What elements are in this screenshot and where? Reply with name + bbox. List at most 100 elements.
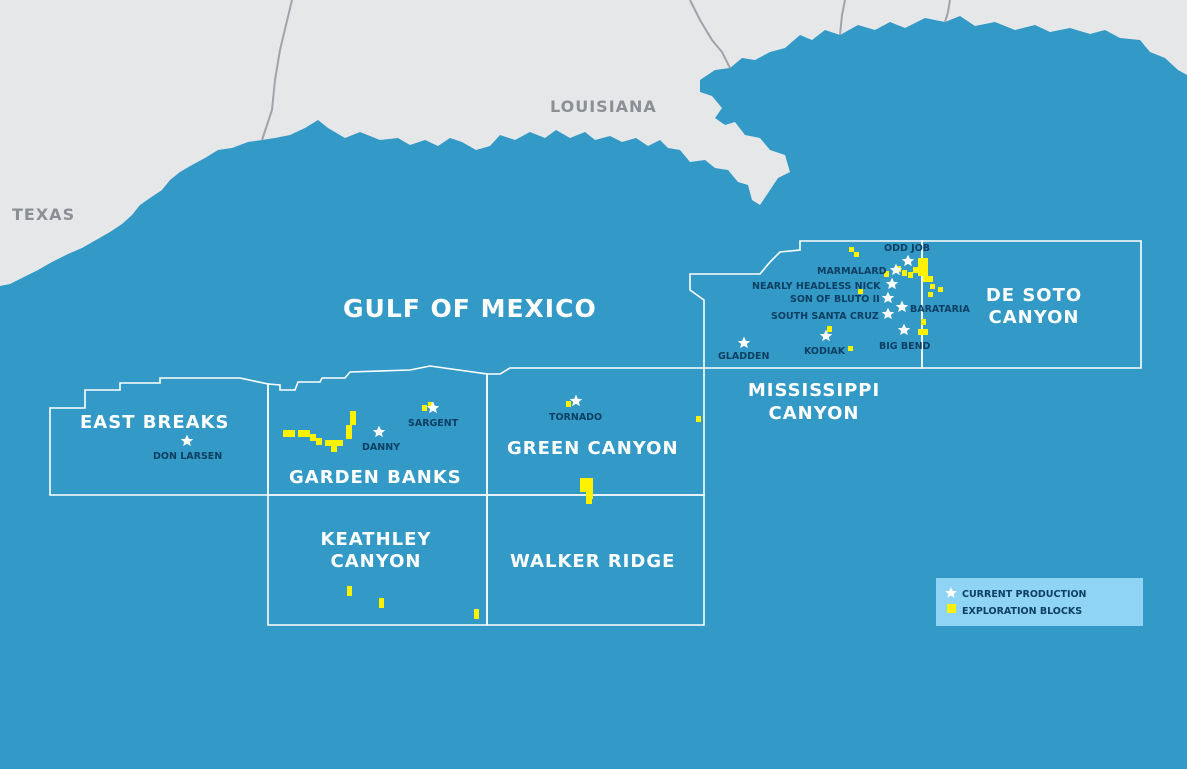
exploration-block [902, 270, 907, 276]
star-icon [901, 254, 915, 267]
exploration-block [848, 346, 853, 351]
star-icon [885, 277, 899, 290]
legend-exploration-label: EXPLORATION BLOCKS [962, 606, 1082, 617]
field-label-odd-job: ODD JOB [884, 243, 930, 254]
exploration-block [908, 272, 913, 278]
field-label-marmalard: MARMALARD [817, 266, 887, 277]
field-labels: DON LARSEN DANNY SARGENT TORNADO GLADDEN… [153, 243, 970, 462]
exploration-block [422, 405, 427, 411]
exploration-block [923, 258, 928, 264]
area-label-mississippi-canyon-2: CANYON [769, 403, 860, 424]
field-label-gladden: GLADDEN [718, 351, 769, 362]
exploration-block [316, 438, 322, 445]
exploration-block [918, 264, 923, 270]
exploration-block [580, 485, 587, 492]
field-label-nearly-headless-nick: NEARLY HEADLESS NICK [752, 281, 881, 292]
exploration-block [923, 276, 928, 282]
exploration-block [586, 499, 592, 504]
state-label-louisiana: LOUISIANA [550, 97, 657, 116]
exploration-block [586, 492, 593, 499]
area-label-keathley-canyon-2: CANYON [331, 551, 422, 572]
exploration-block [331, 446, 337, 452]
area-label-de-soto-canyon-2: CANYON [989, 307, 1080, 328]
exploration-block [289, 430, 295, 437]
field-label-sargent: SARGENT [408, 418, 459, 429]
exploration-block [930, 284, 935, 289]
star-icon [881, 307, 895, 320]
field-label-tornado: TORNADO [549, 412, 602, 423]
area-label-mississippi-canyon-1: MISSISSIPPI [748, 380, 880, 401]
exploration-block [337, 440, 343, 446]
exploration-block [884, 271, 889, 277]
exploration-block [283, 430, 289, 437]
de-soto-canyon-outline [921, 240, 1142, 369]
exploration-block [827, 326, 832, 332]
field-label-kodiak: KODIAK [804, 346, 846, 357]
walker-ridge-outline [486, 494, 705, 626]
protraction-areas [49, 240, 1142, 626]
garden-banks-outline [267, 365, 488, 496]
exploration-blocks [283, 247, 943, 619]
star-icon [895, 300, 909, 313]
legend-box [936, 578, 1143, 626]
exploration-block [347, 586, 352, 596]
sea-label: GULF OF MEXICO [343, 294, 597, 323]
area-label-garden-banks: GARDEN BANKS [289, 467, 462, 488]
star-icon [881, 291, 895, 304]
field-label-danny: DANNY [362, 442, 400, 453]
star-icon [889, 263, 903, 276]
state-border-ms-al [839, 0, 846, 36]
exploration-block [586, 478, 593, 485]
star-icon [372, 425, 386, 438]
land-delta [640, 45, 712, 134]
star-icon [737, 336, 751, 349]
field-label-barataria: BARATARIA [910, 304, 970, 315]
exploration-block [474, 609, 479, 619]
exploration-block [350, 418, 356, 425]
area-label-green-canyon: GREEN CANYON [507, 438, 679, 459]
exploration-block [858, 289, 863, 294]
exploration-block [918, 258, 923, 264]
state-border-la-ms [689, 0, 731, 69]
field-label-don-larsen: DON LARSEN [153, 451, 222, 462]
exploration-block [918, 329, 923, 335]
exploration-block [350, 411, 356, 418]
production-fields [180, 254, 915, 447]
field-label-son-of-bluto-ii: SON OF BLUTO II [790, 294, 880, 305]
area-label-east-breaks: EAST BREAKS [80, 412, 229, 433]
exploration-block [566, 401, 571, 407]
star-icon [945, 587, 957, 598]
area-label-keathley-canyon-1: KEATHLEY [321, 529, 432, 550]
exploration-block [928, 292, 933, 297]
star-icon [897, 323, 911, 336]
field-label-big-bend: BIG BEND [879, 341, 931, 352]
star-icon [569, 394, 583, 407]
area-label-de-soto-canyon-1: DE SOTO [986, 285, 1082, 306]
exploration-block [580, 478, 587, 485]
exploration-block [928, 276, 933, 282]
state-label-texas: TEXAS [12, 205, 75, 224]
exploration-block [938, 287, 943, 292]
exploration-block [854, 252, 859, 257]
exploration-block [696, 416, 701, 422]
state-border-al-fl [944, 0, 951, 23]
exploration-block [921, 319, 926, 325]
exploration-block [923, 270, 928, 276]
exploration-block [325, 440, 331, 446]
exploration-block [331, 440, 337, 446]
star-icon [819, 329, 833, 342]
exploration-block [428, 402, 433, 408]
exploration-block [913, 267, 918, 273]
area-label-walker-ridge: WALKER RIDGE [510, 551, 675, 572]
field-label-south-santa-cruz: SOUTH SANTA CRUZ [771, 311, 879, 322]
exploration-block [849, 247, 854, 252]
exploration-block [298, 430, 304, 437]
exploration-block [310, 434, 316, 441]
legend-production-label: CURRENT PRODUCTION [962, 589, 1087, 600]
exploration-block [346, 432, 352, 439]
star-icon [180, 434, 194, 447]
exploration-block [379, 598, 384, 608]
land [0, 0, 1187, 286]
exploration-block [923, 264, 928, 270]
